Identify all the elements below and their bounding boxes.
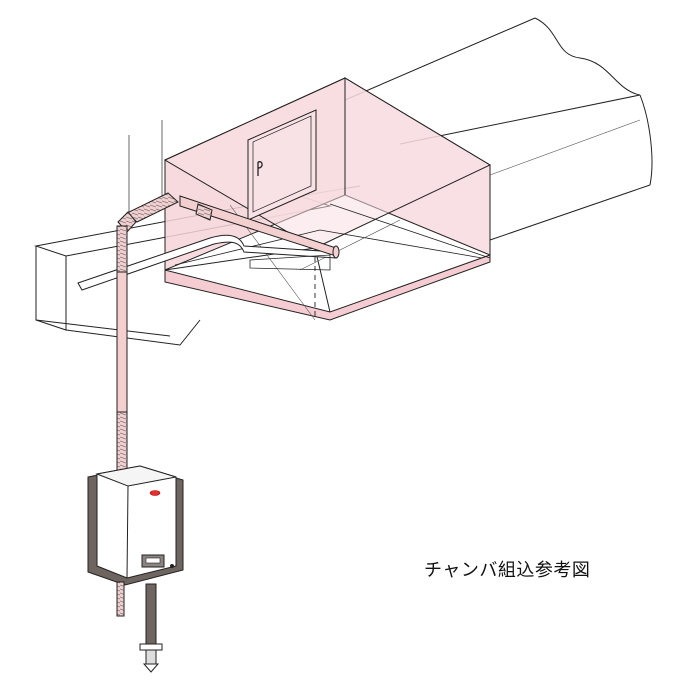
diagram-caption: チャンバ組込参考図 <box>424 560 591 581</box>
drain-pipes <box>116 581 163 673</box>
wall-mounted-humidifier-icon <box>87 465 184 586</box>
chamber-box <box>163 77 492 321</box>
inspection-door-icon <box>247 109 317 221</box>
right-duct <box>344 17 653 241</box>
steam-pipe <box>77 195 340 291</box>
flexible-hose <box>116 192 213 471</box>
hanger-rods <box>128 120 163 213</box>
